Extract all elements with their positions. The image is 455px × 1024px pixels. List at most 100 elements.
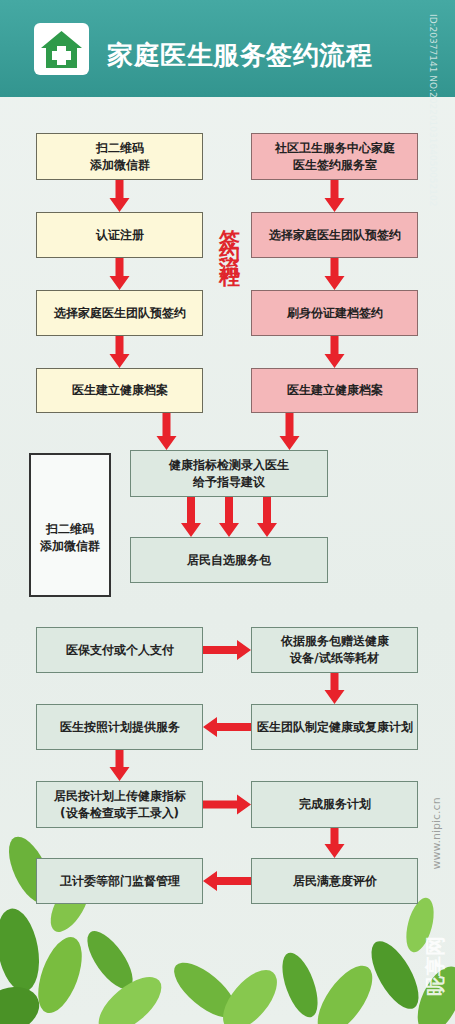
process-box: 健康指标检测录入医生 给予指导建议: [130, 450, 328, 497]
flow-arrow: [181, 497, 277, 537]
qr-code-box: 扫二维码 添加微信群: [29, 453, 111, 597]
leaf: [0, 905, 45, 995]
process-box: 医生按照计划提供服务: [36, 704, 203, 750]
leaf: [89, 967, 170, 1024]
flow-arrow: [110, 750, 130, 781]
flow-arrow: [110, 180, 130, 212]
arrow-shape: [325, 828, 345, 858]
watermark: www.nipic.cn: [430, 806, 443, 870]
arrow-shape: [257, 497, 277, 537]
arrow-shape: [203, 795, 251, 815]
box-text: 卫计委等部门监督管理: [60, 873, 180, 890]
arrow-shape: [110, 258, 130, 290]
icon-frame: [34, 23, 89, 75]
process-box: 扫二维码 添加微信群: [36, 133, 203, 180]
box-text: 居民按计划上传健康指标 (设备检查或手工录入): [45, 788, 195, 822]
box-text: 选择家庭医生团队预签约: [269, 227, 401, 244]
text-stack: 居民自选服务包: [187, 552, 271, 569]
flow-arrow: [325, 336, 345, 368]
box-text: 完成服务计划: [299, 796, 371, 813]
process-box: 医生团队制定健康或复康计划: [251, 704, 418, 750]
process-box: 完成服务计划: [251, 781, 418, 828]
text-stack: 健康指标检测录入医生 给予指导建议: [159, 457, 299, 491]
arrow-shape: [157, 413, 177, 450]
text-stack: 医生建立健康档案: [72, 382, 168, 399]
flow-arrow: [203, 795, 251, 815]
box-text: 选择家庭医生团队预签约: [54, 305, 186, 322]
box-text: 扫二维码 添加微信群: [35, 521, 105, 555]
text-stack: 医生建立健康档案: [287, 382, 383, 399]
process-box: 选择家庭医生团队预签约: [36, 290, 203, 336]
text-stack: 居民满意度评价: [293, 873, 377, 890]
arrow-shape: [203, 871, 251, 891]
arrow-shape: [219, 497, 239, 537]
text-stack: 扫二维码 添加微信群: [35, 521, 105, 555]
flow-arrow: [280, 413, 300, 450]
process-box: 居民按计划上传健康指标 (设备检查或手工录入): [36, 781, 203, 828]
flow-arrow: [203, 640, 251, 660]
text-stack: 依据服务包赠送健康 设备/试纸等耗材: [265, 633, 405, 667]
side-heading: 签约流程: [216, 212, 244, 264]
flow-arrow: [110, 336, 130, 368]
text-stack: 刷身份证建档签约: [287, 305, 383, 322]
box-text: 居民自选服务包: [187, 552, 271, 569]
flow-arrow: [110, 258, 130, 290]
text-stack: 医生团队制定健康或复康计划: [257, 719, 413, 736]
flow-arrow: [325, 180, 345, 212]
text-stack: 选择家庭医生团队预签约: [269, 227, 401, 244]
leaf: [213, 961, 287, 1024]
box-text: 扫二维码 添加微信群: [85, 140, 155, 174]
process-box: 依据服务包赠送健康 设备/试纸等耗材: [251, 627, 418, 673]
arrow-shape: [110, 336, 130, 368]
process-box: 卫计委等部门监督管理: [36, 858, 203, 904]
text-stack: 卫计委等部门监督管理: [60, 873, 180, 890]
box-text: 认证注册: [96, 227, 144, 244]
flow-arrow: [203, 717, 251, 737]
process-box: 认证注册: [36, 212, 203, 258]
arrow-shape: [203, 640, 251, 660]
box-text: 居民满意度评价: [293, 873, 377, 890]
text-stack: 居民按计划上传健康指标 (设备检查或手工录入): [45, 788, 195, 822]
process-box: 居民满意度评价: [251, 858, 418, 904]
arrow-shape: [203, 717, 251, 737]
process-box: 居民自选服务包: [130, 537, 328, 583]
process-box: 医生建立健康档案: [251, 368, 418, 413]
text-stack: 完成服务计划: [299, 796, 371, 813]
process-box: 医保支付或个人支付: [36, 627, 203, 673]
watermark: ID:20377141 NO:20220103164050052102: [428, 14, 438, 207]
box-text: 依据服务包赠送健康 设备/试纸等耗材: [265, 633, 405, 667]
icon-house: [41, 31, 82, 68]
text-stack: 社区卫生服务中心家庭 医生签约服务室: [265, 140, 405, 174]
box-text: 健康指标检测录入医生 给予指导建议: [159, 457, 299, 491]
box-text: 医生团队制定健康或复康计划: [257, 719, 413, 736]
text-stack: 选择家庭医生团队预签约: [54, 305, 186, 322]
leaf: [307, 957, 382, 1024]
box-text: 医生按照计划提供服务: [60, 719, 180, 736]
text-stack: 医保支付或个人支付: [66, 642, 174, 659]
process-box: 刷身份证建档签约: [251, 290, 418, 336]
flow-arrow: [325, 673, 345, 704]
text-stack: 医生按照计划提供服务: [60, 719, 180, 736]
leaf: [0, 979, 46, 1024]
leaf-group: [0, 831, 455, 1024]
arrow-shape: [325, 258, 345, 290]
arrow-shape: [110, 750, 130, 781]
flow-arrow: [325, 258, 345, 290]
process-box: 社区卫生服务中心家庭 医生签约服务室: [251, 133, 418, 180]
box-text: 医保支付或个人支付: [66, 642, 174, 659]
arrow-shape: [110, 180, 130, 212]
text-stack: 扫二维码 添加微信群: [85, 140, 155, 174]
watermark: 昵享网: [422, 933, 449, 999]
box-text: 社区卫生服务中心家庭 医生签约服务室: [265, 140, 405, 174]
flow-arrow: [203, 871, 251, 891]
box-text: 刷身份证建档签约: [287, 305, 383, 322]
header-band: 家庭医生服务签约流程: [0, 0, 455, 97]
arrow-shape: [325, 673, 345, 704]
arrow-shape: [181, 497, 201, 537]
arrow-shape: [325, 180, 345, 212]
icon-cross: [52, 51, 71, 60]
process-box: 医生建立健康档案: [36, 368, 203, 413]
